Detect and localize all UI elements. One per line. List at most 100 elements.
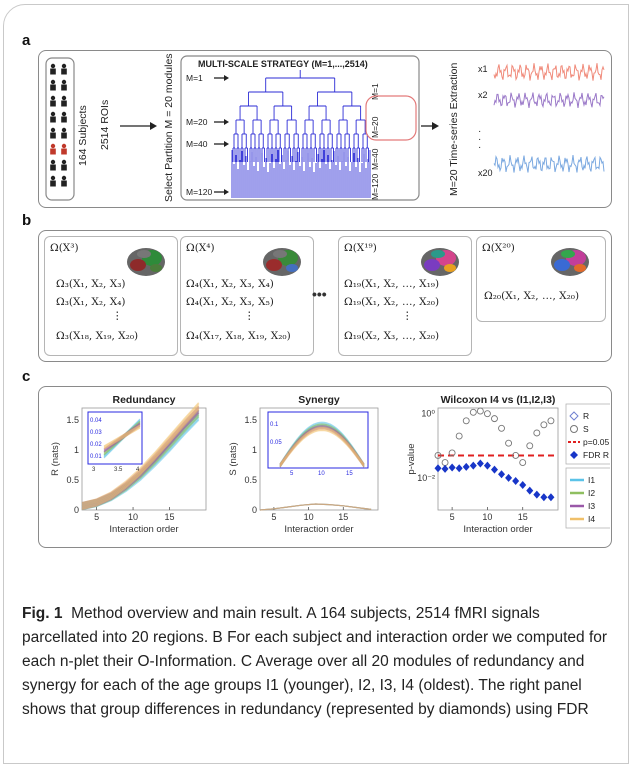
point-FDR-R xyxy=(498,470,506,479)
point-FDR-R xyxy=(526,486,534,495)
group-legend-label: I4 xyxy=(588,514,595,524)
omega-box-20 xyxy=(476,236,606,322)
person-icon xyxy=(50,148,56,155)
level-arrow-head xyxy=(224,75,229,81)
group-legend-label: I2 xyxy=(588,488,595,498)
subjects-icons xyxy=(50,63,67,187)
omega-vdots: ⋮ xyxy=(402,310,413,322)
level-arrow-head xyxy=(224,119,229,125)
x-tick-label: 15 xyxy=(165,512,175,522)
omega-line: Ω₄(X₁, X₂, X₃, X₄) xyxy=(186,278,274,290)
series-line-I4 xyxy=(259,503,372,511)
person-icon xyxy=(61,84,67,91)
person-icon xyxy=(61,175,67,181)
inset-series-line xyxy=(279,429,365,468)
omega-vdots: ⋮ xyxy=(244,310,255,322)
y-tick-label: 0 xyxy=(74,505,79,515)
strategy-title: MULTI-SCALE STRATEGY (M=1,...,2514) xyxy=(198,59,368,69)
caption-text: Method overview and main result. A 164 s… xyxy=(22,605,608,718)
point-S xyxy=(526,442,534,450)
right-levels: M=1M=20M=40M=120 xyxy=(370,83,380,200)
left-levels: M=1M=20M=40M=120 xyxy=(186,73,229,197)
point-S xyxy=(483,410,491,418)
person-icon xyxy=(61,164,67,171)
inset-series-line xyxy=(279,427,365,466)
brain-icon xyxy=(266,259,282,271)
series-label: x1 xyxy=(478,64,488,74)
level-label: M=20 xyxy=(186,117,208,127)
extraction-label: M=20 Time-series Extraction xyxy=(448,63,460,196)
omega-title-3: Ω(X³) xyxy=(50,242,79,254)
y-axis-label: S (nats) xyxy=(228,442,239,475)
omega-title-19: Ω(X¹⁹) xyxy=(344,242,377,254)
x-tick-label: 10 xyxy=(304,512,314,522)
point-FDR-R xyxy=(462,462,470,471)
chart-title: Synergy xyxy=(298,394,340,406)
rois-label: 2514 ROIs xyxy=(99,100,111,150)
y-tick-label: 0 xyxy=(252,505,257,515)
level-label: M=40 xyxy=(370,148,380,170)
x-tick-label: 5 xyxy=(94,512,99,522)
person-icon xyxy=(61,143,67,149)
y-tick-label: 10⁻² xyxy=(417,473,435,483)
legend-label: R xyxy=(583,411,589,421)
inset-x-tick: 4 xyxy=(136,467,140,473)
point-FDR-R xyxy=(547,493,555,502)
omega-ellipsis: ••• xyxy=(312,286,327,302)
inset-x-tick: 15 xyxy=(346,471,353,477)
inset-series-line xyxy=(279,426,365,465)
x-axis-label: Interaction order xyxy=(463,524,532,535)
level-label: M=120 xyxy=(370,174,380,200)
x-tick-label: 10 xyxy=(128,512,138,522)
point-FDR-R xyxy=(434,464,442,473)
panel-b-label: b xyxy=(22,212,32,229)
point-S xyxy=(512,451,520,459)
person-icon xyxy=(50,180,56,187)
point-S xyxy=(540,421,548,429)
inset-series-line xyxy=(103,426,141,449)
x-tick-label: 5 xyxy=(271,512,276,522)
inset-series-line xyxy=(103,427,141,450)
inset-y-tick: 0.05 xyxy=(270,440,282,446)
omega-line: Ω₄(X₁, X₂, X₃, X₅) xyxy=(186,296,274,308)
person-icon xyxy=(50,95,56,101)
point-S xyxy=(434,451,442,459)
person-icon xyxy=(61,116,67,123)
y-tick-label: 1 xyxy=(252,445,257,455)
inset-series-line xyxy=(103,424,141,447)
person-icon xyxy=(50,159,56,165)
legend-marker xyxy=(570,451,578,459)
figure-caption: Fig. 1 Method overview and main result. … xyxy=(22,602,612,722)
person-icon xyxy=(50,175,56,181)
series-line-I4 xyxy=(81,402,200,504)
legend-marker xyxy=(570,425,578,433)
time-series-x2 xyxy=(493,92,605,109)
panel-a-label: a xyxy=(22,32,31,49)
series-label: · xyxy=(478,134,481,145)
point-FDR-R xyxy=(469,461,477,470)
person-icon xyxy=(50,111,56,117)
level-label: M=1 xyxy=(370,83,380,100)
omega-vdots: ⋮ xyxy=(112,310,123,322)
selected-partition-box xyxy=(365,95,417,141)
inset-x-tick: 10 xyxy=(318,471,325,477)
inset-y-tick: 0.1 xyxy=(270,422,279,428)
person-icon xyxy=(61,132,67,139)
x-tick-label: 15 xyxy=(518,512,528,522)
level-label: M=40 xyxy=(186,139,208,149)
x-axis-label: Interaction order xyxy=(109,524,178,535)
point-FDR-R xyxy=(441,464,449,473)
brain-icon xyxy=(273,250,287,258)
person-icon xyxy=(50,79,56,85)
group-legend-label: I1 xyxy=(588,475,595,485)
omega-line: Ω₄(X₁₇, X₁₈, X₁₉, X₂₀) xyxy=(186,330,291,342)
group-legend-label: I3 xyxy=(588,501,595,511)
brain-icon xyxy=(561,250,575,258)
brain-icon xyxy=(431,250,445,258)
